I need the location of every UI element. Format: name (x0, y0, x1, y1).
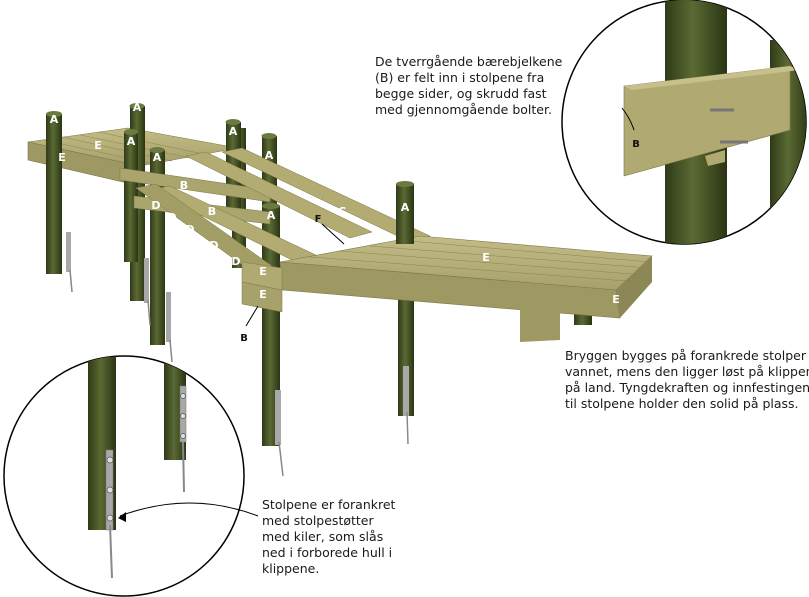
label-e: E (482, 251, 490, 264)
label-e: E (58, 151, 66, 164)
caption-line: til stolpene holder den solid på plass. (565, 396, 799, 411)
deck-right-side (616, 256, 652, 318)
label-c: C (338, 205, 346, 218)
detail-bolt-head (106, 514, 114, 522)
detail-pin (182, 441, 185, 493)
detail-circle-anchor (3, 355, 259, 597)
label-e: E (259, 288, 267, 301)
label-b: B (180, 179, 188, 192)
label-d: D (167, 211, 176, 224)
leader-b (245, 305, 259, 327)
deck-plank-line (309, 256, 641, 283)
label-e: E (259, 265, 267, 278)
label-a: A (267, 209, 276, 222)
detail-bolt-head (180, 393, 186, 399)
caption-line: klippene. (262, 561, 320, 576)
joist-c-2 (221, 147, 431, 243)
caption-line: med stolpestøtter (262, 513, 374, 528)
caption-anchor-detail: Stolpene er forankret med stolpestøtter … (262, 497, 402, 577)
post-anchor (166, 292, 171, 342)
post-left-3 (124, 132, 138, 262)
post-right (396, 184, 414, 244)
label-b-leader: B (240, 333, 248, 344)
detail-notch (705, 150, 725, 166)
label-e: E (612, 293, 620, 306)
deck-plank-line (369, 245, 649, 269)
detail-pin (109, 524, 113, 579)
caption-line: Stolpene er forankret (262, 497, 396, 512)
post-anchor (403, 366, 409, 416)
detail-beam-top (624, 66, 800, 90)
label-b: B (208, 205, 216, 218)
bridge-structure (27, 103, 653, 477)
caption-line: med kiler, som slås (262, 529, 384, 544)
caption-bridge-overview: Bryggen bygges på forankrede stolper i v… (565, 348, 809, 412)
label-c: C (290, 225, 298, 238)
deck-plank-line (339, 250, 645, 276)
label-d: D (151, 199, 160, 212)
detail-label-b: B (632, 139, 640, 150)
joist-d-row (135, 183, 273, 273)
leader-bottom-arrow (118, 512, 126, 522)
label-d: D (209, 239, 218, 252)
anchor-pin (69, 269, 73, 293)
joist-c-1 (185, 151, 373, 239)
label-a: A (133, 101, 142, 114)
structure-labels: A A A A A A A A E E E E E E B B C C D D … (50, 101, 620, 344)
anchor-pin (406, 411, 409, 445)
label-f: F (315, 214, 322, 225)
caption-line: med gjennomgående bolter. (375, 102, 552, 117)
caption-line: begge sider, og skrudd fast (375, 86, 547, 101)
post-anchor (66, 232, 71, 272)
label-a: A (153, 151, 162, 164)
anchor-pin (147, 299, 151, 326)
label-d: D (185, 223, 194, 236)
caption-beam-detail: De tverrgående bærebjelkene (B) er felt … (375, 54, 575, 118)
detail-bolt-head (180, 413, 186, 419)
label-a: A (50, 113, 59, 126)
detail-bolt-head (180, 433, 186, 439)
leader-bottom (119, 502, 259, 517)
support-right (520, 304, 560, 342)
label-d: D (231, 255, 240, 268)
caption-line: vannet, mens den ligger løst på klippene (565, 364, 809, 379)
beam-b-1 (119, 167, 271, 203)
label-a: A (265, 149, 274, 162)
leader-f (321, 223, 345, 245)
caption-line: ned i forborede hull i (262, 545, 393, 560)
caption-line: på land. Tyngdekraften og innfestingen (565, 380, 809, 395)
post-anchor (275, 390, 281, 445)
caption-line: Bryggen bygges på forankrede stolper i (565, 348, 809, 363)
label-a: A (401, 201, 410, 214)
leader-top (621, 107, 635, 131)
post-anchor (144, 258, 149, 303)
label-a: A (229, 125, 238, 138)
anchor-pin (278, 441, 284, 477)
anchor-pin (169, 339, 173, 363)
deck-plank-line (97, 131, 209, 156)
deck-plank-line (397, 239, 651, 263)
detail-circle-beam: B (561, 0, 807, 245)
detail-bolt-head (106, 456, 114, 464)
label-a: A (127, 135, 136, 148)
label-e: E (94, 139, 102, 152)
caption-line: De tverrgående bærebjelkene (375, 54, 563, 69)
caption-line: (B) er felt inn i stolpene fra (375, 70, 545, 85)
detail-bolt-head (106, 486, 114, 494)
post-left-1 (46, 114, 62, 274)
beam-e-front-2 (241, 261, 283, 291)
